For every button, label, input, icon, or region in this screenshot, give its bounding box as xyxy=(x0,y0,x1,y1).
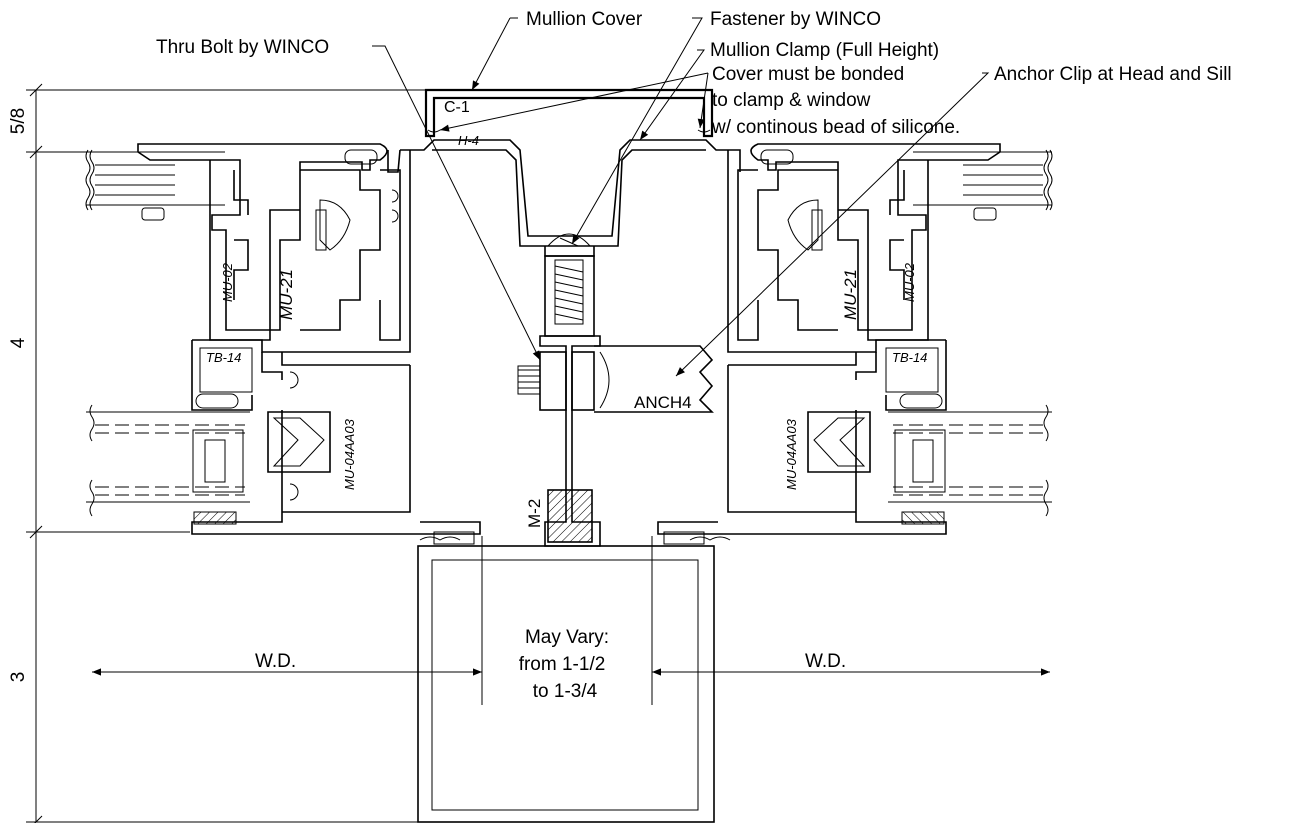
steel-tube xyxy=(417,531,731,823)
callout-cover-note-line2: to clamp & window xyxy=(712,90,871,111)
callout-thru-bolt: Thru Bolt by WINCO xyxy=(156,37,329,58)
part-label-mu21-left: MU-21 xyxy=(277,269,296,320)
dim-wd-right: W.D. xyxy=(805,651,846,672)
right-window-frame xyxy=(657,143,1053,535)
part-label-h4: H-4 xyxy=(458,133,479,148)
central-mullion: M-2 ANCH4 xyxy=(517,233,714,547)
callout-cover-note-line1: Cover must be bonded xyxy=(712,64,904,85)
vertical-dimensions: 5/8 4 3 xyxy=(8,83,430,823)
part-label-mu02-right: MU-02 xyxy=(902,262,917,302)
callout-anchor-clip: Anchor Clip at Head and Sill xyxy=(994,64,1232,85)
part-label-m2: M-2 xyxy=(525,499,544,528)
dim-vary-line3: to 1-3/4 xyxy=(533,681,598,702)
mullion-cover: C-1 xyxy=(424,88,714,138)
part-label-anch4: ANCH4 xyxy=(634,393,692,412)
callout-mullion-cover: Mullion Cover xyxy=(526,9,643,30)
part-label-mu21-right: MU-21 xyxy=(841,269,860,320)
dim-vary-line2: from 1-1/2 xyxy=(519,654,606,675)
left-window-frame: MU-02 MU-21 TB-14 MU-04AA03 xyxy=(85,143,481,535)
part-label-mu04-right: MU-04AA03 xyxy=(784,418,799,490)
dim-wd-left: W.D. xyxy=(255,651,296,672)
callout-cover-note-line3: w/ continous bead of silicone. xyxy=(711,117,960,138)
callout-mullion-clamp: Mullion Clamp (Full Height) xyxy=(710,40,939,61)
dim-4: 4 xyxy=(8,337,29,348)
dim-3: 3 xyxy=(8,672,29,683)
part-label-tb14-right: TB-14 xyxy=(892,350,927,365)
part-label-mu02-left: MU-02 xyxy=(220,262,235,302)
part-label-c1: C-1 xyxy=(444,99,470,116)
horizontal-dimensions: W.D. W.D. May Vary: from 1-1/2 to 1-3/4 xyxy=(92,536,1050,705)
callout-fastener: Fastener by WINCO xyxy=(710,9,881,30)
part-label-mu04-left: MU-04AA03 xyxy=(342,418,357,490)
dim-vary-line1: May Vary: xyxy=(525,627,609,648)
dim-5-8: 5/8 xyxy=(8,108,29,134)
mullion-clamp: H-4 xyxy=(387,133,741,247)
callout-leaders xyxy=(372,17,990,377)
part-label-tb14-left: TB-14 xyxy=(206,350,241,365)
